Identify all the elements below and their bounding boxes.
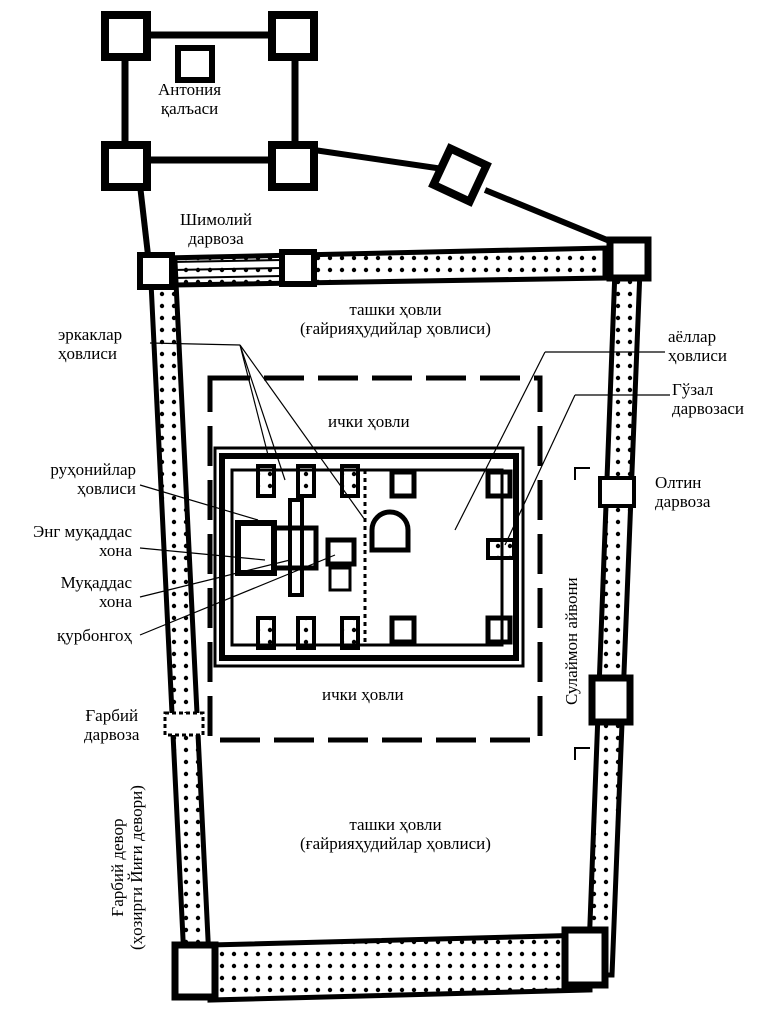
outer-walls [137, 236, 652, 1003]
inner-court-boundary [207, 375, 543, 743]
antonia-fortress [101, 11, 318, 191]
label-solomons-porch: Сулаймон айвони [562, 577, 581, 705]
label-inner-court-top: ички ҳовли [328, 412, 410, 431]
label-altar: қурбонгоҳ [56, 626, 132, 645]
leader-lines [139, 342, 670, 760]
label-outer-court-top: ташки ҳовли(ғайрияҳудийлар ҳовлиси) [300, 300, 491, 338]
label-outer-court-bottom: ташки ҳовли(ғайрияҳудийлар ҳовлиси) [300, 815, 491, 853]
label-western-wall: Ғарбий девор(ҳозирги Йиғи девори) [108, 785, 146, 950]
label-inner-court-bottom: ички ҳовли [322, 685, 404, 704]
temple-complex [213, 446, 525, 668]
connecting-walls [137, 143, 614, 256]
